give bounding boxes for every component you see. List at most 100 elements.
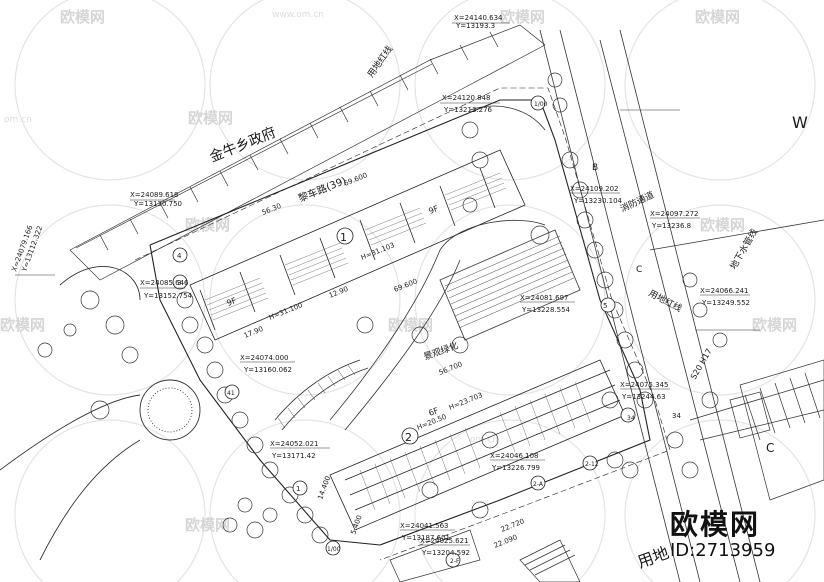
coord-y: Y=13160.062 xyxy=(243,366,292,374)
axis-tag: C xyxy=(636,265,642,275)
coord-x: X=24075.345 xyxy=(620,381,669,389)
building-2-hatch xyxy=(359,381,591,511)
coord-x: X=24140.634 xyxy=(454,14,503,22)
coord-x: X=24025.621 xyxy=(420,537,469,545)
central-court xyxy=(439,229,581,341)
coord-y: Y=13226.799 xyxy=(491,464,540,472)
axis-tags: 4 3 34 41 5 2-12 2-F 2-A 1/00 1 1/00 B C… xyxy=(177,101,774,565)
dim: 12.90 xyxy=(328,285,350,300)
coord-x: X=24085.646 xyxy=(140,279,189,287)
coord-y: Y=13130.750 xyxy=(133,200,182,208)
watermark-texts: 欧模网 www.om.cn 欧模网 欧模网 欧模网 om.cn 欧模网 欧模网 … xyxy=(0,8,797,534)
coord-y: Y=13171.42 xyxy=(271,452,316,460)
coord-x: X=24074.000 xyxy=(240,354,289,362)
dimension-labels: 56.30 69.600 56.700 69.600 17.90 12.90 2… xyxy=(243,171,714,550)
axis-tag: 4 xyxy=(177,252,182,260)
axis-tag: 2-A xyxy=(533,481,544,488)
watermark-brand: 欧模网 xyxy=(752,316,797,334)
building-1 xyxy=(189,149,526,341)
tree-symbols xyxy=(37,72,728,544)
watermark-site: om.cn xyxy=(470,435,498,445)
north-label: W xyxy=(792,113,808,132)
watermark-brand: 欧模网 xyxy=(388,316,433,334)
axis-tag: B xyxy=(592,163,598,173)
coord-x: X=24046.108 xyxy=(490,452,539,460)
building-1-floor: 9F xyxy=(427,204,440,216)
building-1-height: H=31.100 xyxy=(268,301,304,322)
building-2-number: 2 xyxy=(405,431,412,444)
coordinate-labels: X=24140.634 Y=13193.3 X=24120.848 Y=1321… xyxy=(10,14,750,557)
axis-tag: 3 xyxy=(177,279,181,287)
coord-y: Y=13230.104 xyxy=(573,197,623,205)
building-1-floor: 9F xyxy=(225,296,238,308)
bottom-building xyxy=(389,529,581,582)
dim: 56.30 xyxy=(261,202,283,217)
coord-y: Y=13187.601 xyxy=(401,534,450,542)
watermark-brand: 欧模网 xyxy=(700,216,745,234)
coord-y: Y=13244.63 xyxy=(621,393,666,401)
building-2 xyxy=(329,359,626,531)
axis-tag: 34 xyxy=(672,412,681,420)
building-2-height: H=23.703 xyxy=(448,391,484,412)
bottom-road-label: 用地 xyxy=(635,543,672,572)
dim: 5.400 xyxy=(349,514,363,536)
logo-brand: 欧模网 xyxy=(670,508,761,541)
dim: 14.400 xyxy=(316,475,332,501)
roundabout xyxy=(0,266,201,561)
dim: 69.600 xyxy=(343,171,369,188)
axis-tag: 2-12 xyxy=(585,461,599,468)
coord-x: X=24081.697 xyxy=(520,294,569,302)
watermark-brand: 欧模网 xyxy=(185,516,230,534)
coord-x: X=24089.618 xyxy=(130,191,179,199)
watermark-brand: 欧模网 xyxy=(0,316,45,334)
coord-x: X=24052.021 xyxy=(270,440,319,448)
coord-x: X=24041.563 xyxy=(400,522,449,530)
axis-tag: 2-F xyxy=(450,558,460,565)
leader-lines xyxy=(15,22,760,546)
axis-tag: 1/00 xyxy=(327,546,341,553)
site-logo: 欧模网 ID:2713959 xyxy=(670,510,816,562)
right-buildings xyxy=(729,359,824,501)
land-line-top-label: 用地红线 xyxy=(365,43,395,79)
coord-x: X=24097.272 xyxy=(650,210,699,218)
building-2-floor: 6F xyxy=(427,406,440,418)
dim: 22.090 xyxy=(493,533,519,550)
dim: 22.720 xyxy=(500,517,526,534)
watermark-circles xyxy=(14,0,816,582)
watermark-brand: 欧模网 xyxy=(188,109,233,127)
building-1-hatch xyxy=(204,172,507,321)
axis-tag: 5 xyxy=(603,302,607,310)
watermark-brand: 欧模网 xyxy=(695,8,740,26)
coord-y: Y=13204.592 xyxy=(421,549,470,557)
coord-y: Y=13228.554 xyxy=(521,306,571,314)
watermark-site: www.om.cn xyxy=(272,10,324,20)
axis-tag: 1 xyxy=(296,485,300,493)
landscape-curves xyxy=(274,105,546,431)
top-house-row xyxy=(69,24,546,281)
watermark-site: om.cn xyxy=(4,115,32,125)
dim: 17.90 xyxy=(243,325,265,340)
axis-tag: 41 xyxy=(227,390,235,397)
axis-tag: 1/00 xyxy=(534,101,548,108)
dim: 69.600 xyxy=(393,277,419,294)
village-gov-label: 金牛乡政府 xyxy=(208,125,279,166)
axis-bubbles xyxy=(172,95,636,568)
coord-y: Y=13249.552 xyxy=(701,299,750,307)
green-label: 景观绿化 xyxy=(422,339,460,363)
land-line-right-label: 用地红线 xyxy=(647,287,684,315)
coord-x: X=24066.241 xyxy=(700,287,749,295)
watermark-brand: 欧模网 xyxy=(500,8,545,26)
curved-stairs xyxy=(277,364,356,429)
building-1-number: 1 xyxy=(340,231,347,244)
coord-y: Y=13213.276 xyxy=(443,106,493,114)
watermark-brand: 欧模网 xyxy=(60,8,105,26)
coord-y: Y=13152.754 xyxy=(143,292,193,300)
logo-id: ID:2713959 xyxy=(670,540,776,561)
coord-y: Y=13193.3 xyxy=(455,22,495,30)
axis-tag: C xyxy=(766,441,774,455)
coord-x: X=24120.848 xyxy=(442,94,491,102)
axis-tag: 34 xyxy=(627,415,635,422)
coord-x: X=24109.202 xyxy=(570,185,619,193)
